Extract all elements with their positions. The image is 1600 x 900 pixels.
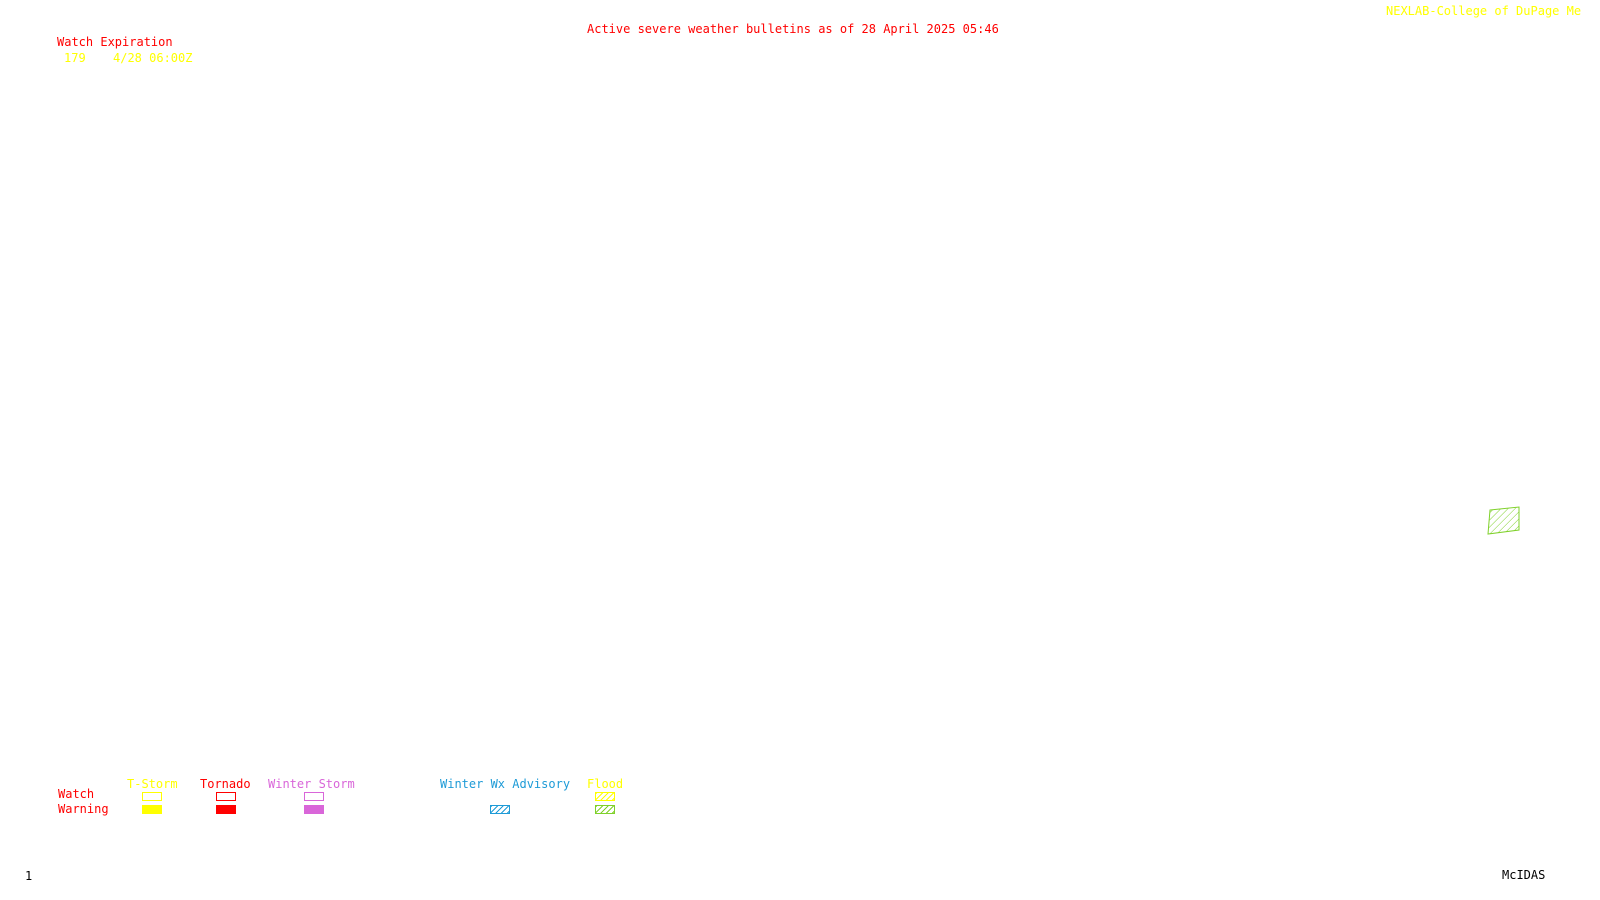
watch-expiration-time: 4/28 06:00Z — [113, 51, 193, 65]
legend-flood-watch-swatch — [595, 792, 615, 801]
legend-tornado-watch-swatch — [216, 792, 236, 801]
legend-flood-warning-swatch — [595, 805, 615, 814]
flood-warning-polygon — [1487, 506, 1520, 535]
legend-flood-label: Flood — [587, 777, 624, 791]
legend-watch-row-label: Watch — [58, 787, 95, 801]
bulletin-title: Active severe weather bulletins as of 28… — [587, 22, 999, 36]
legend-winter-wx-advisory-label: Winter Wx Advisory — [440, 777, 571, 791]
legend-warning-row-label: Warning — [58, 802, 109, 816]
legend-winter-storm-watch-swatch — [304, 792, 324, 801]
watch-expiration-heading: Watch Expiration — [57, 35, 173, 49]
software-label: McIDAS — [1502, 868, 1546, 882]
frame-number: 1 — [25, 869, 33, 883]
legend-tstorm-warning-swatch — [142, 805, 162, 814]
legend-tornado-warning-swatch — [216, 805, 236, 814]
credit-label: NEXLAB-College of DuPage Me — [1386, 4, 1582, 18]
legend-winter-wx-advisory-swatch — [490, 805, 510, 814]
watch-number: 179 — [64, 51, 86, 65]
legend-tornado-label: Tornado — [200, 777, 251, 791]
legend-tstorm-label: T-Storm — [127, 777, 178, 791]
legend-winter-storm-label: Winter Storm — [268, 777, 355, 791]
legend-winter-storm-warning-swatch — [304, 805, 324, 814]
legend-tstorm-watch-swatch — [142, 792, 162, 801]
